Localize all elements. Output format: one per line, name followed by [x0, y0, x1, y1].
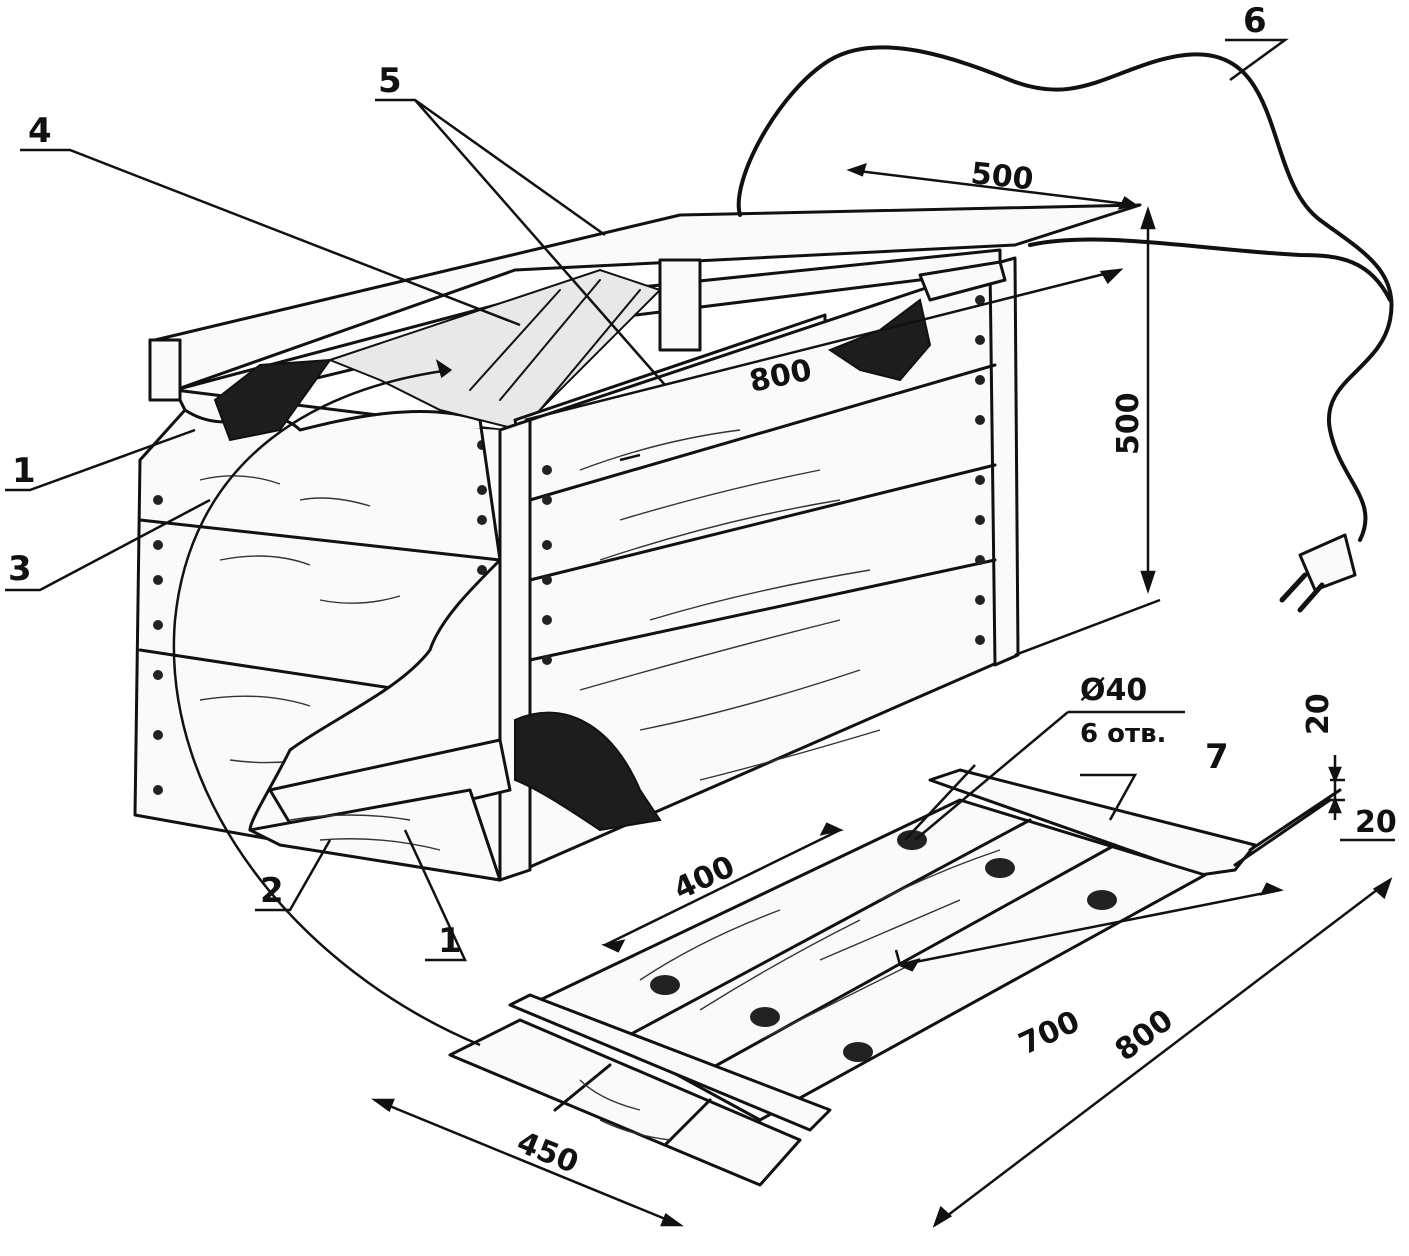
dim-tray-400: 400 — [669, 849, 741, 907]
hole-count: 6 отв. — [1080, 719, 1166, 749]
hole-diameter: Ø40 — [1080, 673, 1147, 708]
plug — [1279, 533, 1357, 613]
left-bolts — [153, 440, 487, 795]
bottom-board-2 — [248, 788, 502, 882]
cable-line — [736, 45, 1394, 542]
front-joint-1 — [528, 363, 997, 502]
tray — [448, 768, 1342, 1187]
box — [133, 203, 1142, 882]
callout-3: 3 — [8, 549, 32, 589]
right-top-bracket — [918, 260, 1007, 302]
tray-front-slat — [508, 993, 832, 1132]
tray-front-end — [448, 1018, 802, 1187]
hole-note: Ø40 6 отв. — [914, 673, 1185, 841]
dim-top-width: 500 — [969, 156, 1035, 197]
front-joint-2 — [528, 463, 997, 582]
callout-7: 7 — [1205, 737, 1229, 777]
front-joint-3 — [528, 558, 997, 662]
callout-1b: 1 — [438, 921, 462, 961]
right-end-post — [988, 256, 1020, 667]
callout-4: 4 — [28, 111, 52, 151]
dim-tray-450: 450 — [512, 1125, 583, 1181]
callout-2: 2 — [260, 871, 284, 911]
center-post — [658, 258, 702, 352]
leader-lines — [5, 38, 1289, 1047]
dim-slat-20a: 20 — [1301, 693, 1336, 735]
front-grain — [579, 429, 881, 781]
left-post — [148, 338, 182, 402]
front-bolts — [542, 295, 985, 665]
tray-joint-2 — [688, 843, 1117, 1082]
callout-5: 5 — [378, 61, 402, 101]
tray-grain — [639, 849, 1001, 1041]
screen-mesh-dark — [213, 358, 333, 442]
dim-height: 500 — [1111, 392, 1146, 455]
cutaway-bottom-dark — [514, 711, 662, 832]
dimension-lines — [371, 163, 1395, 1228]
callout-6: 6 — [1243, 1, 1267, 41]
callout-labels: 1 3 4 5 2 1 6 7 — [8, 1, 1267, 961]
dim-tray-800: 800 — [1109, 1003, 1180, 1069]
callout-1a: 1 — [12, 451, 36, 491]
tray-joint-1 — [618, 818, 1032, 1042]
dim-slat-20b: 20 — [1355, 805, 1397, 840]
dim-tray-700: 700 — [1014, 1004, 1086, 1062]
front-corner-post — [498, 418, 532, 882]
left-grain — [199, 475, 401, 764]
power-cable — [736, 45, 1394, 613]
